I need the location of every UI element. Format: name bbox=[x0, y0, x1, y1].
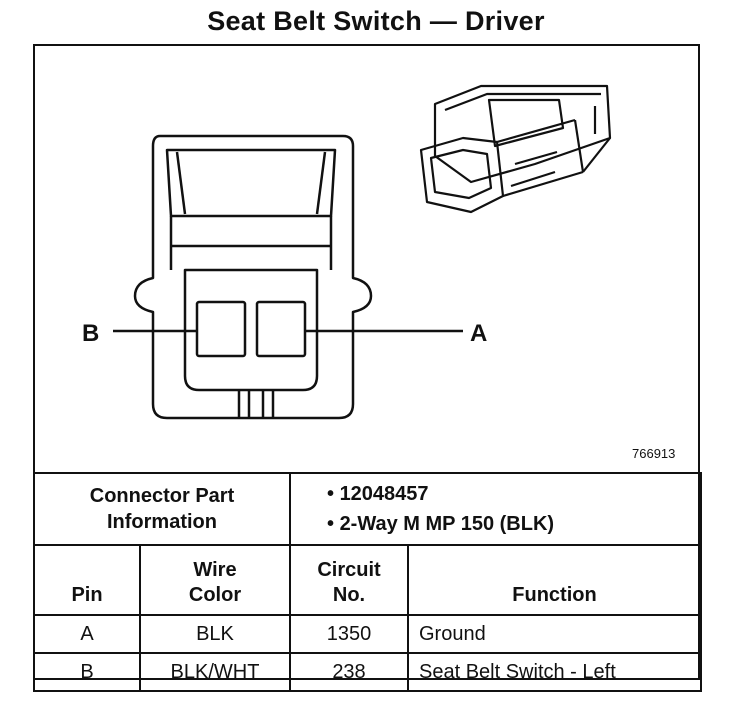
header-circuit-line1: Circuit bbox=[317, 559, 381, 581]
row-pin: B bbox=[33, 652, 141, 692]
connector-part-label: Connector Part bbox=[89, 485, 235, 507]
table-row: B BLK/WHT 238 Seat Belt Switch - Left bbox=[33, 652, 703, 692]
row-function: Seat Belt Switch - Left bbox=[406, 652, 703, 692]
pin-a-label: A bbox=[470, 320, 488, 347]
row-wire-color: BLK/WHT bbox=[139, 652, 291, 692]
connector-info-table: Connector Part Information 12048457 2-Wa… bbox=[33, 472, 703, 692]
header-pin: Pin bbox=[33, 544, 141, 616]
header-row: Pin Wire Color Circuit No. Function bbox=[33, 544, 703, 616]
header-function-text: Function bbox=[512, 584, 597, 606]
connector-illustration bbox=[113, 84, 612, 420]
connector-part-label-line2: Information bbox=[107, 511, 217, 533]
connector-type: 2-Way M MP 150 (BLK) bbox=[327, 509, 700, 539]
connector-part-items: 12048457 2-Way M MP 150 (BLK) bbox=[288, 472, 703, 546]
header-pin-text: Pin bbox=[71, 584, 103, 606]
header-wire-line2: Color bbox=[188, 584, 242, 606]
connector-part-row: Connector Part Information 12048457 2-Wa… bbox=[33, 472, 703, 546]
part-number: 12048457 bbox=[327, 479, 700, 509]
header-circuit: Circuit No. bbox=[289, 544, 409, 616]
connector-part-label-cell: Connector Part Information bbox=[33, 472, 291, 546]
connector-face-drawing bbox=[133, 134, 373, 420]
connector-isometric-drawing bbox=[419, 84, 612, 214]
header-circuit-line2: No. bbox=[332, 584, 366, 606]
pin-b-label: B bbox=[82, 320, 100, 347]
row-circuit: 1350 bbox=[289, 614, 409, 654]
row-circuit: 238 bbox=[289, 652, 409, 692]
row-function: Ground bbox=[406, 614, 703, 654]
figure-code: 766913 bbox=[632, 446, 676, 461]
row-wire-color: BLK bbox=[139, 614, 291, 654]
row-pin: A bbox=[33, 614, 141, 654]
header-wire-line1: Wire bbox=[193, 559, 237, 581]
diagram-title: Seat Belt Switch — Driver bbox=[207, 6, 545, 36]
header-function: Function bbox=[406, 544, 703, 616]
header-wire-color: Wire Color bbox=[139, 544, 291, 616]
table-row: A BLK 1350 Ground bbox=[33, 614, 703, 654]
